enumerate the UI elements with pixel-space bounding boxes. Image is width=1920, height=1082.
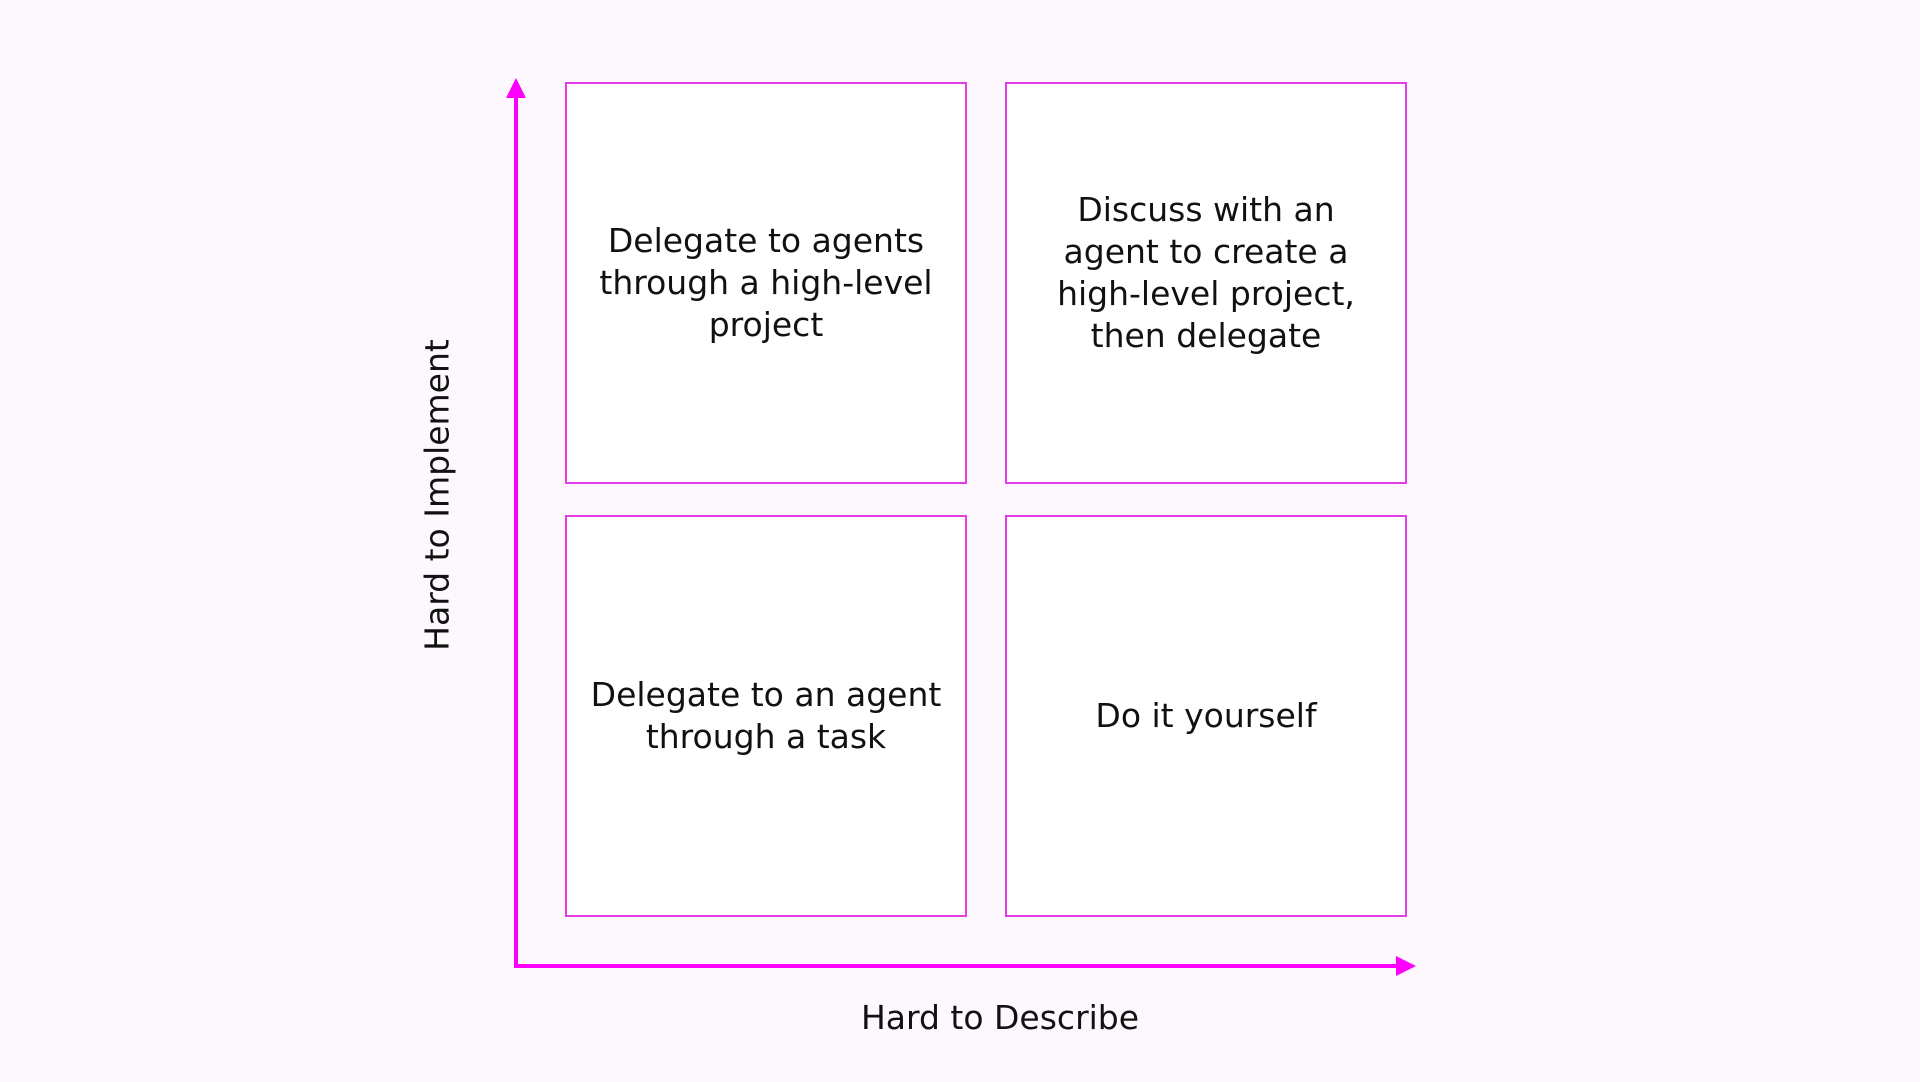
y-axis-arrow	[506, 78, 526, 98]
quadrant-bottom-left: Delegate to an agent through a task	[565, 515, 967, 917]
quadrant-top-left: Delegate to agents through a high-level …	[565, 82, 967, 484]
quadrant-bottom-right: Do it yourself	[1005, 515, 1407, 917]
x-axis-label: Hard to Describe	[860, 998, 1140, 1037]
x-axis-arrow	[1396, 956, 1416, 976]
quadrant-top-right: Discuss with an agent to create a high-l…	[1005, 82, 1407, 484]
y-axis-label: Hard to Implement	[417, 339, 457, 651]
quadrant-bottom-right-text: Do it yourself	[1095, 696, 1317, 735]
quadrant-top-right-text: Discuss with an agent to create a high-l…	[1057, 190, 1355, 355]
quadrant-top-left-text: Delegate to agents through a high-level …	[599, 221, 933, 344]
quadrant-bottom-left-text: Delegate to an agent through a task	[590, 675, 942, 756]
